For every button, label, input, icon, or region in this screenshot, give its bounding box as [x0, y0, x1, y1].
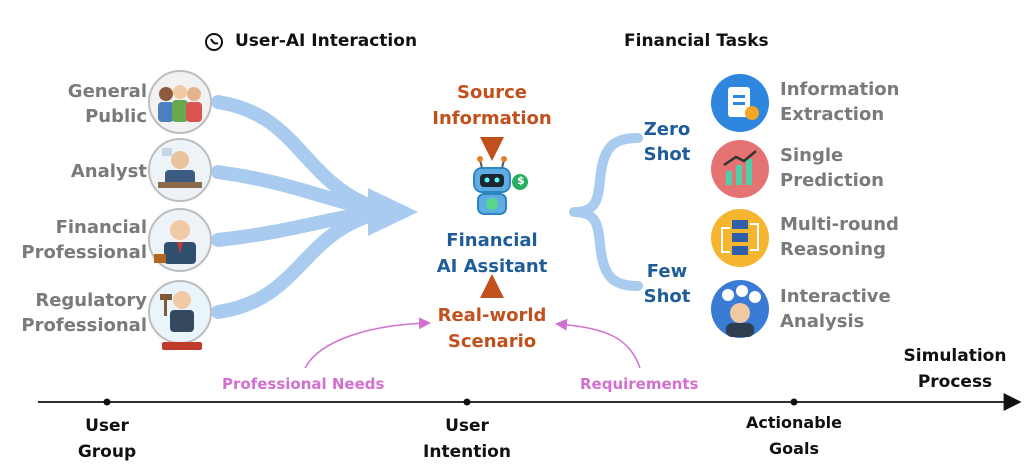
requirements-label: Requirements — [580, 375, 699, 393]
information-extraction-icon — [711, 74, 769, 132]
avatar-regulatory-professional — [148, 280, 212, 350]
task-information-extraction: Information Extraction — [780, 79, 900, 125]
single-prediction-icon — [711, 140, 769, 198]
interaction-icon — [205, 33, 223, 51]
financial-tasks-header: Financial Tasks — [624, 31, 769, 51]
flow-arrow-general — [211, 95, 382, 215]
interactive-analysis-icon — [711, 280, 769, 338]
robot-dollar-badge: $ — [517, 174, 525, 187]
flow-arrow-head — [368, 188, 418, 236]
simulation-process-label: Simulation Process — [903, 346, 1007, 392]
flow-arrow-regulatory — [211, 207, 382, 319]
needs-arrow-right — [555, 318, 641, 369]
user-group-regulatory-professional: Regulatory Professional — [21, 290, 147, 336]
timeline-label-user-group: User Group — [77, 416, 137, 462]
avatar-general-public — [148, 70, 212, 134]
avatar-analyst — [148, 138, 212, 202]
user-group-analyst: Analyst — [70, 161, 147, 182]
timeline-point-intention — [463, 398, 471, 406]
multi-round-reasoning-icon — [711, 209, 769, 267]
flow-arrow-analyst — [211, 165, 382, 217]
few-shot-label: Few Shot — [643, 261, 691, 307]
timeline-point-goals — [790, 398, 798, 406]
task-interactive-analysis: Interactive Analysis — [780, 286, 891, 332]
flow-arrows — [211, 95, 382, 319]
timeline-point-group — [103, 398, 111, 406]
zero-shot-label: Zero Shot — [643, 119, 691, 165]
robot-icon — [473, 156, 528, 215]
financial-ai-assistant-label: Financial AI Assitant — [436, 230, 548, 277]
timeline-label-actionable-goals: Actionable Goals — [746, 413, 842, 458]
source-information-label: Source Information — [432, 82, 552, 129]
task-multi-round-reasoning: Multi-round Reasoning — [780, 214, 899, 260]
timeline-label-user-intention: User Intention — [423, 416, 511, 462]
professional-needs-label: Professional Needs — [222, 375, 385, 393]
shot-brace — [569, 133, 643, 291]
user-group-financial-professional: Financial Professional — [21, 217, 147, 263]
user-ai-interaction-header: User-AI Interaction — [235, 31, 418, 51]
real-world-scenario-label: Real-world Scenario — [437, 305, 547, 352]
needs-arrow-left — [304, 317, 431, 369]
avatar-financial-professional — [148, 208, 212, 272]
task-single-prediction: Single Prediction — [780, 145, 884, 191]
user-group-general-public: General Public — [67, 81, 147, 127]
